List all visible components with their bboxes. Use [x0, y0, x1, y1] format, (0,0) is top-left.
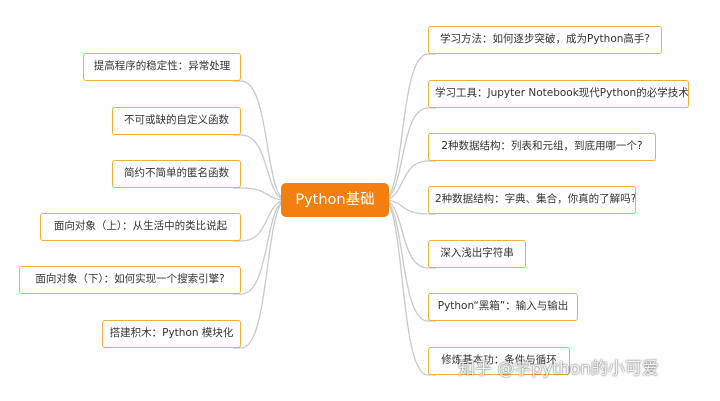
left-topic-oop-part2[interactable]: 面向对象（下）：如何实现一个搜索引擎?	[19, 266, 241, 294]
link-left-2	[233, 187, 288, 201]
right-topic-jupyter[interactable]: 学习工具：Jupyter Notebook现代Python的必学技术	[428, 80, 689, 108]
right-topic-learning-method[interactable]: 学习方法：如何逐步突破，成为Python高手?	[428, 26, 662, 54]
left-topic-exceptions[interactable]: 提高程序的稳定性：异常处理	[83, 53, 241, 81]
link-left-4	[233, 199, 288, 295]
link-left-1	[233, 134, 288, 201]
link-right-9	[382, 199, 436, 215]
link-right-8	[382, 160, 436, 201]
right-topic-conditions-loops[interactable]: 修炼基本功：条件与循环	[428, 347, 570, 375]
left-topic-lambda[interactable]: 简约不简单的匿名函数	[112, 160, 241, 188]
left-topic-custom-functions[interactable]: 不可或缺的自定义函数	[112, 107, 241, 135]
right-topic-strings[interactable]: 深入浅出字符串	[428, 240, 526, 268]
link-left-3	[233, 199, 288, 242]
left-topic-modules[interactable]: 搭建积木：Python 模块化	[102, 320, 241, 348]
right-topic-dict-set[interactable]: 2种数据结构：字典、集合，你真的了解吗?	[428, 186, 636, 214]
link-right-10	[382, 199, 436, 269]
link-right-7	[382, 107, 436, 201]
link-right-12	[382, 199, 436, 376]
link-left-5	[233, 199, 288, 349]
link-right-6	[382, 53, 436, 201]
right-topic-io[interactable]: Python“黑箱”：输入与输出	[428, 293, 578, 321]
right-topic-list-tuple[interactable]: 2种数据结构：列表和元组，到底用哪一个?	[428, 133, 656, 161]
link-right-11	[382, 199, 436, 322]
left-topic-oop-part1[interactable]: 面向对象（上）：从生活中的类比说起	[40, 213, 241, 241]
central-topic[interactable]: Python基础	[281, 183, 389, 217]
watermark: 知乎 @学python的小可爱	[458, 359, 659, 379]
link-left-0	[233, 80, 288, 201]
